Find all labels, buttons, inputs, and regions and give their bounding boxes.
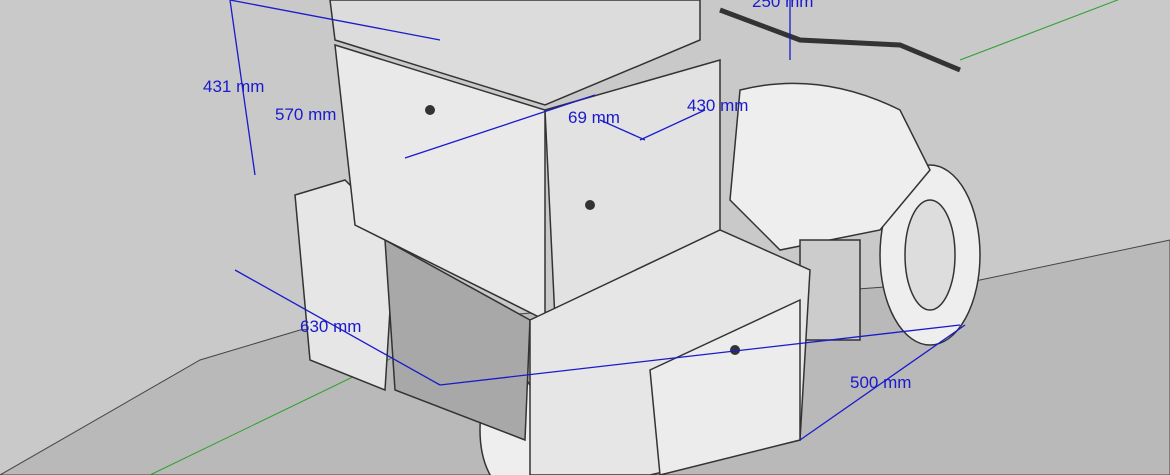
lock-icons <box>425 105 740 355</box>
dimension-label-height: 250 mm <box>752 0 814 11</box>
dimension-label-depth: 431 mm <box>203 77 265 96</box>
dimension-label-width: 570 mm <box>275 105 337 124</box>
dimension-label-bottom: 500 mm <box>850 373 912 392</box>
dimension-label-length: 630 mm <box>300 317 362 336</box>
dimension-lines <box>229 0 966 441</box>
dimension-label-side: 430 mm <box>687 96 749 115</box>
green-axis-far <box>959 0 1119 61</box>
top-box <box>329 0 721 322</box>
dimension-label-offset: 69 mm <box>568 108 620 127</box>
